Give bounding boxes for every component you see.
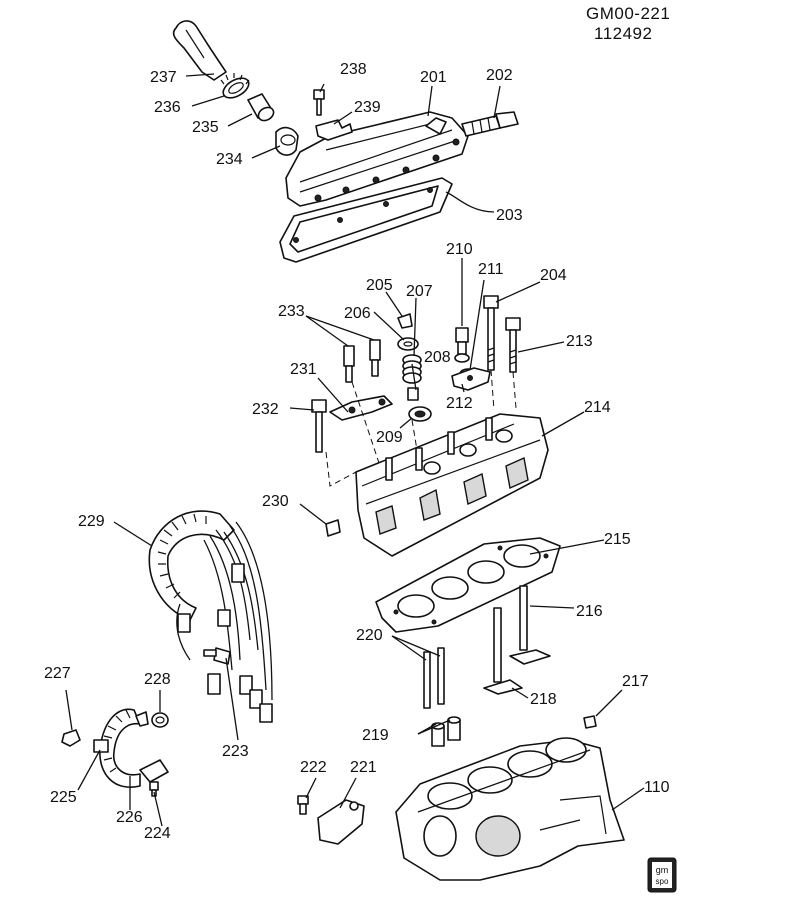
callout-214: 214: [584, 399, 611, 416]
assembly-line: [325, 451, 357, 487]
callout-234: 234: [216, 151, 243, 168]
bolt-232: [311, 399, 327, 453]
callout-217: 217: [622, 673, 649, 690]
callout-238: 238: [340, 61, 367, 78]
valve-cover-201: [285, 111, 469, 207]
logo-line-1: gm: [656, 865, 669, 875]
studs-233: [343, 339, 381, 383]
plug-230: [325, 519, 341, 537]
callout-231: 231: [290, 361, 317, 378]
oil-fill-cap-202: [461, 111, 519, 137]
callout-228: 228: [144, 671, 171, 688]
bolt-222: [297, 795, 309, 815]
bracket-225: [93, 739, 109, 753]
callout-labels: 237 236 235 234 238 239 201 202 203 210 …: [44, 61, 670, 842]
callout-222: 222: [300, 759, 327, 776]
grommet-234: [275, 126, 299, 156]
spring-cap-206: [397, 337, 419, 351]
callout-218: 218: [530, 691, 557, 708]
head-bolt-204: [483, 295, 499, 371]
callout-208: 208: [424, 349, 451, 366]
callout-232: 232: [252, 401, 279, 418]
callout-233: 233: [278, 303, 305, 320]
callout-204: 204: [540, 267, 567, 284]
logo-line-2: spo: [656, 877, 669, 886]
callout-206: 206: [344, 305, 371, 322]
grommet-236: [220, 73, 250, 99]
callout-110: 110: [644, 779, 670, 796]
valve-218: [483, 607, 523, 695]
valve-216: [509, 585, 551, 665]
bolt-238: [313, 89, 325, 116]
assembly-line: [490, 369, 495, 411]
callout-227: 227: [44, 665, 71, 682]
shim-209: [408, 406, 432, 422]
engine-block-110: [395, 737, 625, 881]
callout-225: 225: [50, 789, 77, 806]
callout-236: 236: [154, 99, 181, 116]
callout-203: 203: [496, 207, 523, 224]
callout-216: 216: [576, 603, 603, 620]
spark-plug-wire-harness-229: [148, 510, 273, 723]
pushrods-220: [423, 647, 445, 709]
callout-212: 212: [446, 395, 473, 412]
pcv-valve-235: [247, 93, 275, 122]
callout-235: 235: [192, 119, 219, 136]
valve-cover-gasket-203: [279, 177, 453, 263]
callout-237: 237: [150, 69, 177, 86]
nut-227: [61, 729, 81, 747]
assembly-line: [351, 381, 381, 467]
head-bolt-213: [505, 317, 521, 373]
rocker-stud-210: [454, 327, 470, 363]
callout-229: 229: [78, 513, 105, 530]
callout-210: 210: [446, 241, 473, 258]
callout-202: 202: [486, 67, 513, 84]
callout-201: 201: [420, 69, 447, 86]
callout-213: 213: [566, 333, 593, 350]
lifters-219: [431, 716, 461, 747]
gasket-228: [151, 712, 169, 728]
cylinder-head-214: [355, 413, 549, 557]
callout-215: 215: [604, 531, 631, 548]
callout-211: 211: [478, 261, 504, 278]
leader-lines: [65, 73, 645, 827]
valve-spring-207: [402, 354, 422, 384]
diagram-code: GM00-221: [586, 4, 671, 23]
gm-spo-logo: gm spo: [647, 857, 677, 893]
callout-219: 219: [362, 727, 389, 744]
pcv-hose-237: [172, 20, 227, 81]
valve-keys-205: [397, 313, 413, 329]
callout-209: 209: [376, 429, 403, 446]
callout-220: 220: [356, 627, 383, 644]
callout-239: 239: [354, 99, 381, 116]
plug-217: [583, 715, 597, 729]
callout-230: 230: [262, 493, 289, 510]
diagram-number: 112492: [594, 24, 653, 43]
callout-205: 205: [366, 277, 393, 294]
valve-seal-208: [407, 387, 419, 401]
harness-226: [99, 708, 169, 788]
sensor-221: [317, 799, 365, 845]
callout-224: 224: [144, 825, 171, 842]
bracket-231: [329, 395, 393, 421]
callout-207: 207: [406, 283, 433, 300]
callout-221: 221: [350, 759, 377, 776]
callout-223: 223: [222, 743, 249, 760]
rocker-arm-212: [451, 367, 491, 391]
head-gasket-215: [375, 537, 561, 633]
assembly-line: [512, 371, 517, 409]
callout-226: 226: [116, 809, 143, 826]
